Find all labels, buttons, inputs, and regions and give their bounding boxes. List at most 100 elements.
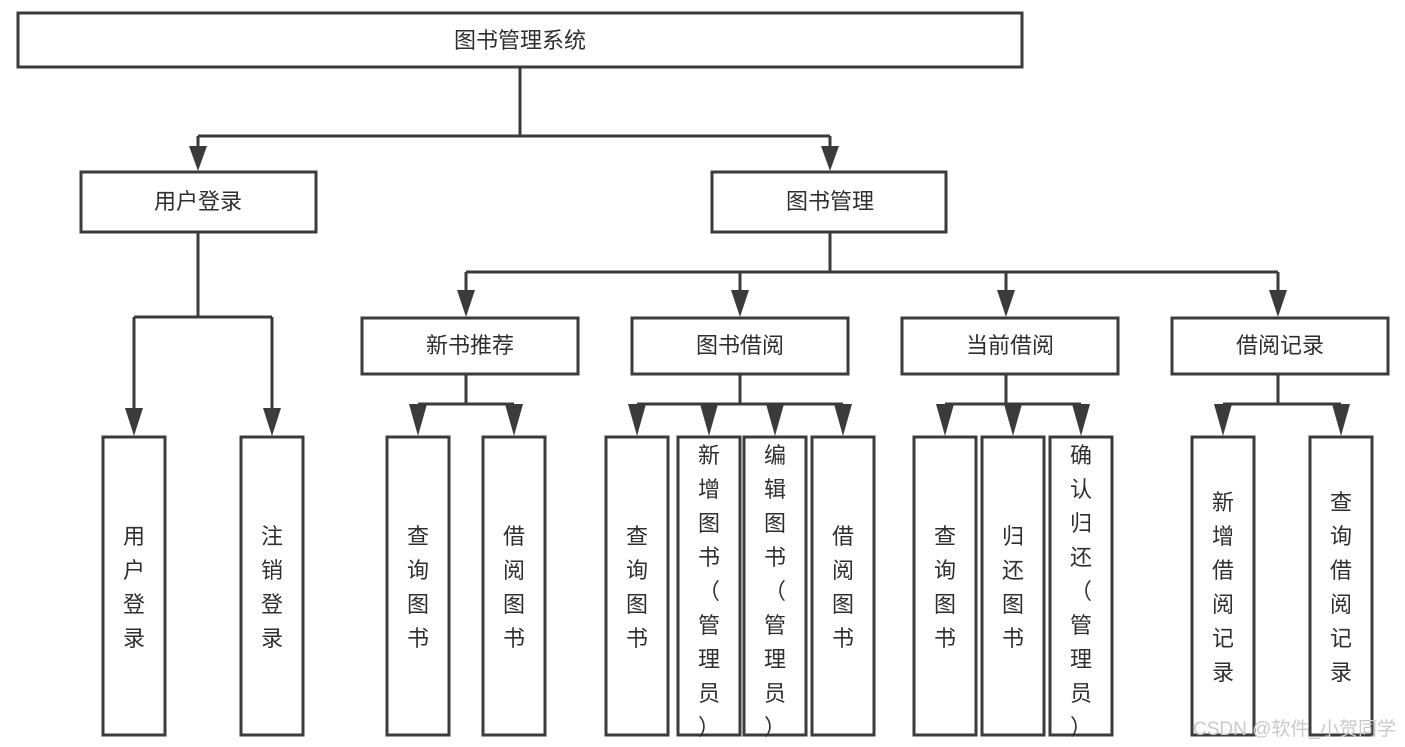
label-char: 书 xyxy=(832,626,854,651)
node-new-book-recommend[interactable]: 新书推荐 xyxy=(360,316,580,376)
leaf-borrow-book-label: 借阅图书 xyxy=(832,524,854,651)
label-char: 查 xyxy=(1330,490,1352,515)
label-char: 认 xyxy=(1070,477,1092,502)
node-new-book-recommend-label: 新书推荐 xyxy=(426,333,514,358)
node-book-borrow-label: 图书借阅 xyxy=(696,333,784,358)
node-book-management-box[interactable] xyxy=(710,170,948,234)
label-char: 注 xyxy=(261,524,283,549)
csdn-watermark: CSDN @软件_小贺同学 xyxy=(1193,718,1396,740)
arrow-head-leaf-borrow-book-recommend xyxy=(505,404,523,436)
node-user-login-box[interactable] xyxy=(79,170,318,234)
label-char: 书 xyxy=(407,626,429,651)
arrow-head-leaf-return-book xyxy=(1004,404,1022,436)
label-char: 书 xyxy=(626,626,648,651)
node-layer: 图书管理系统 用户登录 图书管理 新书推荐 图书借阅 当前借阅 借阅记录 xyxy=(16,11,1390,740)
leaf-borrow-book-recommend-label: 借阅图书 xyxy=(503,524,525,651)
node-book-borrow-box[interactable] xyxy=(630,316,850,376)
node-book-management[interactable]: 图书管理 xyxy=(710,170,948,234)
leaf-query-book-borrow-box[interactable] xyxy=(604,435,670,737)
label-char: 新 xyxy=(698,443,720,468)
node-book-borrow[interactable]: 图书借阅 xyxy=(630,316,850,376)
node-current-borrow[interactable]: 当前借阅 xyxy=(900,316,1120,376)
label-char: 书 xyxy=(503,626,525,651)
label-char: 记 xyxy=(1330,626,1352,651)
label-char: 增 xyxy=(698,477,720,502)
node-borrow-records-box[interactable] xyxy=(1170,316,1390,376)
node-user-login[interactable]: 用户登录 xyxy=(79,170,318,234)
node-new-book-recommend-box[interactable] xyxy=(360,316,580,376)
leaf-query-book-recommend-box[interactable] xyxy=(385,435,451,737)
label-char: 书 xyxy=(698,545,720,570)
label-char: 理 xyxy=(764,647,786,672)
leaf-logout-login-label: 注销登录 xyxy=(261,524,283,651)
leaf-add-book-admin-label: 新增图书（管理员） xyxy=(698,443,720,740)
arrow-head-leaf-add-book-admin xyxy=(700,404,718,436)
label-char: 图 xyxy=(503,592,525,617)
arrow-head-book-borrow xyxy=(731,290,749,317)
leaf-query-borrow-record-box[interactable] xyxy=(1308,435,1374,737)
label-char: 归 xyxy=(1002,524,1024,549)
arrow-head-leaf-confirm-return-admin xyxy=(1072,404,1090,436)
arrow-head-leaf-logout-login xyxy=(263,408,281,436)
arrow-head-leaf-query-book-recommend xyxy=(409,404,427,436)
leaf-logout-login-box[interactable] xyxy=(239,435,305,737)
label-char: 登 xyxy=(123,592,145,617)
leaf-query-book-current-label: 查询图书 xyxy=(934,524,956,651)
node-root[interactable]: 图书管理系统 xyxy=(16,11,1024,69)
arrow-head-new-book-recommend xyxy=(457,290,475,317)
leaf-confirm-return-admin-box[interactable] xyxy=(1048,435,1114,737)
label-char: 新 xyxy=(1212,490,1234,515)
arrow-head-current-borrow xyxy=(997,290,1015,317)
label-char: 管 xyxy=(764,613,786,638)
label-char: （ xyxy=(698,579,720,604)
label-char: 询 xyxy=(1330,524,1352,549)
leaf-add-borrow-record-box[interactable] xyxy=(1190,435,1256,737)
label-char: 理 xyxy=(1070,647,1092,672)
node-current-borrow-box[interactable] xyxy=(900,316,1120,376)
label-char: 理 xyxy=(698,647,720,672)
node-borrow-records[interactable]: 借阅记录 xyxy=(1170,316,1390,376)
arrow-head-leaf-query-book-current xyxy=(936,404,954,436)
label-char: 图 xyxy=(1002,592,1024,617)
leaf-user-login-box[interactable] xyxy=(101,435,167,737)
node-root-label: 图书管理系统 xyxy=(454,28,586,53)
arrow-head-leaf-borrow-book xyxy=(834,404,852,436)
leaf-return-book-box[interactable] xyxy=(980,435,1046,737)
label-char: 图 xyxy=(626,592,648,617)
label-char: 记 xyxy=(1212,626,1234,651)
label-char: 借 xyxy=(832,524,854,549)
label-char: ） xyxy=(698,715,720,740)
label-char: 图 xyxy=(407,592,429,617)
arrow-head-leaf-user-login xyxy=(125,408,143,436)
leaf-add-borrow-record-label: 新增借阅记录 xyxy=(1212,490,1234,685)
label-char: 借 xyxy=(503,524,525,549)
label-char: 录 xyxy=(123,626,145,651)
leaf-user-login-label: 用户登录 xyxy=(123,524,145,651)
label-char: 图 xyxy=(832,592,854,617)
label-char: 阅 xyxy=(1212,592,1234,617)
label-char: 询 xyxy=(934,558,956,583)
node-book-management-label: 图书管理 xyxy=(786,189,874,214)
node-user-login-label: 用户登录 xyxy=(154,189,242,214)
leaf-add-book-admin-box[interactable] xyxy=(676,435,742,737)
leaf-query-book-current-box[interactable] xyxy=(912,435,978,737)
label-char: 编 xyxy=(764,443,786,468)
connector-layer xyxy=(125,67,1350,436)
node-current-borrow-label: 当前借阅 xyxy=(966,333,1054,358)
label-char: 图 xyxy=(764,511,786,536)
arrow-head-leaf-edit-book-admin xyxy=(766,404,784,436)
label-char: 询 xyxy=(626,558,648,583)
arrow-head-book-management xyxy=(821,146,839,171)
leaf-borrow-book-box[interactable] xyxy=(810,435,876,737)
label-char: 查 xyxy=(626,524,648,549)
leaf-borrow-book-recommend-box[interactable] xyxy=(481,435,547,737)
leaf-layer xyxy=(101,435,1374,737)
label-char: 图 xyxy=(698,511,720,536)
arrow-head-user-login xyxy=(189,146,207,171)
leaf-edit-book-admin-box[interactable] xyxy=(742,435,808,737)
leaf-query-borrow-record-label: 查询借阅记录 xyxy=(1330,490,1352,685)
label-char: 辑 xyxy=(764,477,786,502)
label-char: 阅 xyxy=(832,558,854,583)
node-root-box[interactable] xyxy=(16,11,1024,69)
